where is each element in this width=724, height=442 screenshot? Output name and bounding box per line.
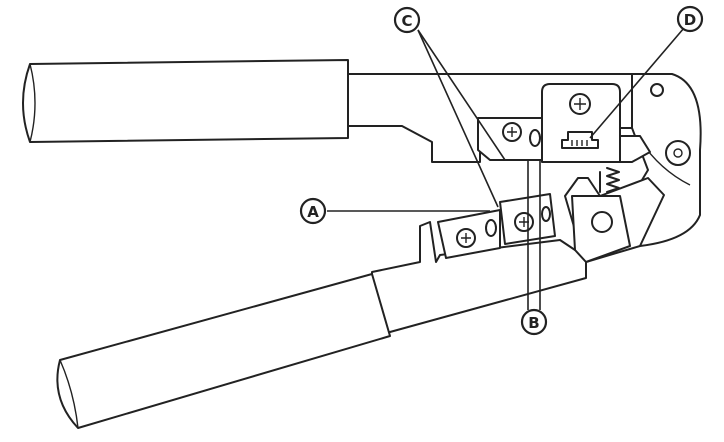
die-screw <box>569 93 591 115</box>
modular-die <box>541 83 651 193</box>
callout-label-d: D <box>684 11 696 29</box>
leader-d <box>589 27 685 139</box>
lower-bracket-screw <box>591 211 613 233</box>
callout-label-c: C <box>401 12 412 30</box>
lower-grip <box>56 273 391 429</box>
lower-blade-assembly <box>437 193 556 259</box>
callout-marker-b: B <box>520 308 548 336</box>
leader-c-2 <box>417 29 499 208</box>
callout-leaders <box>327 27 685 310</box>
lower-handle <box>56 177 665 429</box>
callout-marker-d: D <box>676 5 704 33</box>
leader-b <box>527 160 541 310</box>
upper-blade-holder <box>477 117 546 161</box>
callout-label-a: A <box>307 203 319 221</box>
callout-marker-c: C <box>393 6 421 34</box>
pivot-pin <box>665 140 691 166</box>
head-screw-small <box>650 83 664 97</box>
lower-blade-screw-left <box>456 228 476 248</box>
die-cavity <box>561 131 599 149</box>
callout-marker-a: A <box>299 197 327 225</box>
lower-blade-screw-right <box>514 212 534 232</box>
upper-blade-screw <box>502 122 522 142</box>
upper-grip <box>22 59 349 143</box>
leader-c-1 <box>417 29 506 161</box>
callout-label-b: B <box>528 314 539 332</box>
return-spring <box>606 167 620 193</box>
